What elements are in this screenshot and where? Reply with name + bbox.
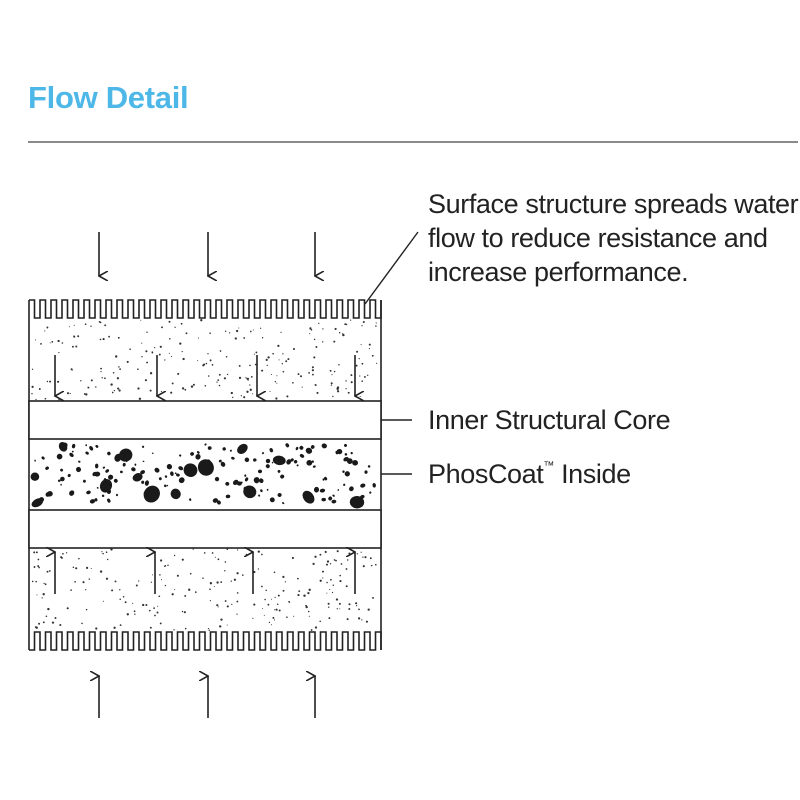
internal-flow-arrows-lower <box>55 552 355 594</box>
label-inner-structural-core: Inner Structural Core <box>428 405 671 435</box>
phoscoat-suffix: Inside <box>553 459 631 489</box>
label-phoscoat-inside: PhosCoat™ Inside <box>428 458 631 492</box>
fine-grain-texture <box>31 319 378 631</box>
phoscoat-name: PhosCoat <box>428 459 544 489</box>
internal-flow-arrows-upper <box>55 355 355 396</box>
title-divider <box>28 141 798 143</box>
leader-surface <box>364 231 419 305</box>
phoscoat-granule-texture <box>30 442 376 509</box>
page-title: Flow Detail <box>28 80 189 115</box>
trademark-symbol: ™ <box>543 460 554 472</box>
inner-structural-core-lower <box>28 509 382 549</box>
label-surface-structure: Surface structure spreads water flow to … <box>428 189 799 287</box>
top-surface-grooves <box>29 299 382 319</box>
bottom-surface-grooves <box>29 631 382 651</box>
incoming-flow-arrows-top <box>99 232 315 276</box>
inner-structural-core-upper <box>28 400 382 440</box>
incoming-flow-arrows-bottom <box>99 676 315 718</box>
